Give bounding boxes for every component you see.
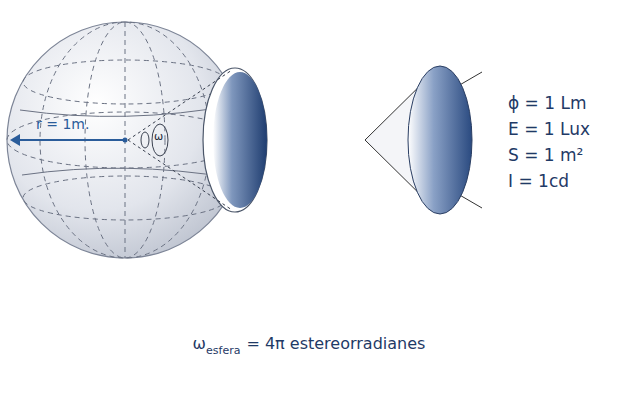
inner-cone bbox=[128, 70, 232, 210]
radius-line bbox=[14, 139, 125, 141]
illuminance-value: E = 1 Lux bbox=[508, 120, 590, 140]
angle-symbol: ω bbox=[154, 131, 163, 144]
area-value: S = 1 m² bbox=[508, 146, 583, 166]
radius-arrowhead bbox=[10, 134, 20, 146]
center-dot bbox=[123, 138, 128, 143]
omega-arc bbox=[141, 132, 149, 148]
formula-line: ωesfera = 4π estereorradianes bbox=[0, 334, 618, 357]
intensity-value: I = 1cd bbox=[508, 172, 569, 192]
formula-subscript: esfera bbox=[206, 344, 240, 357]
sphere-opening bbox=[203, 68, 267, 212]
formula-symbol: ω bbox=[193, 334, 206, 353]
formula-value: = 4π estereorradianes bbox=[246, 334, 425, 353]
cone-base bbox=[408, 66, 472, 214]
opening-depth bbox=[213, 72, 267, 208]
flux-value: ϕ = 1 Lm bbox=[508, 94, 587, 114]
radius-label: r = 1m. bbox=[36, 116, 89, 132]
omega-arc bbox=[152, 124, 168, 156]
